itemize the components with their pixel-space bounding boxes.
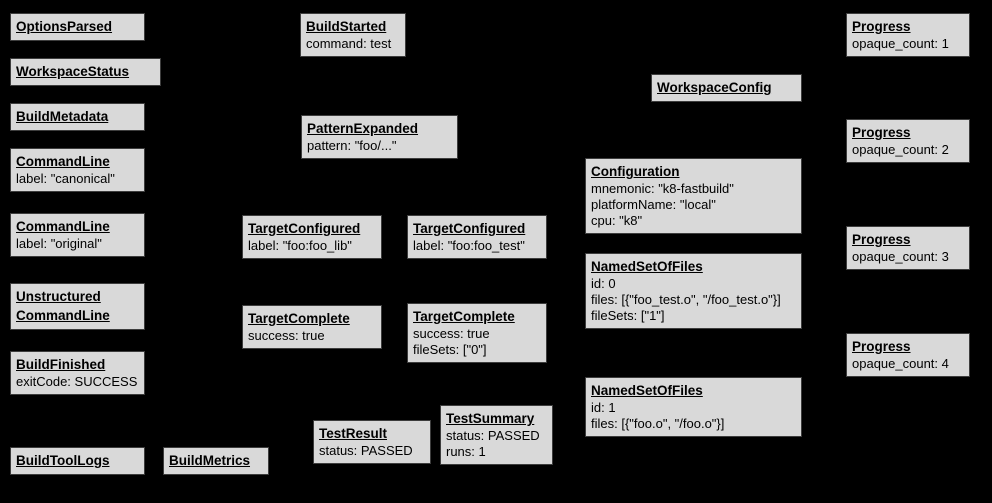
event-box-build-finished: BuildFinished exitCode: SUCCESS <box>10 351 145 395</box>
event-title: BuildMetrics <box>169 453 251 468</box>
event-box-named-set-of-files-1: NamedSetOfFiles id: 1 files: [{"foo.o", … <box>585 377 802 437</box>
event-field: opaque_count: 4 <box>852 356 949 371</box>
event-field: fileSets: ["0"] <box>413 342 487 357</box>
event-box-progress-3: Progress opaque_count: 3 <box>846 226 970 270</box>
event-field: mnemonic: "k8-fastbuild" <box>591 181 734 196</box>
event-field: success: true <box>248 328 325 343</box>
event-title: Progress <box>852 125 911 140</box>
event-box-test-summary: TestSummary status: PASSED runs: 1 <box>440 405 553 465</box>
event-title: BuildToolLogs <box>16 453 110 468</box>
event-field: opaque_count: 1 <box>852 36 949 51</box>
event-title: NamedSetOfFiles <box>591 259 703 274</box>
event-title: Configuration <box>591 164 680 179</box>
event-field: files: [{"foo.o", "/foo.o"}] <box>591 416 725 431</box>
event-field: command: test <box>306 36 392 51</box>
event-box-build-tool-logs: BuildToolLogs <box>10 447 145 475</box>
event-title: OptionsParsed <box>16 19 113 34</box>
event-title: WorkspaceStatus <box>16 64 130 79</box>
event-title: TargetComplete <box>413 309 515 324</box>
event-box-target-configured-foo-lib: TargetConfigured label: "foo:foo_lib" <box>242 215 382 259</box>
event-title: TestResult <box>319 426 388 441</box>
event-title: BuildStarted <box>306 19 387 34</box>
event-field: id: 0 <box>591 276 616 291</box>
event-field: success: true <box>413 326 490 341</box>
event-title: CommandLine <box>16 219 110 234</box>
event-field: status: PASSED <box>446 428 540 443</box>
event-title: NamedSetOfFiles <box>591 383 703 398</box>
event-field: label: "foo:foo_lib" <box>248 238 352 253</box>
event-title: CommandLine <box>16 154 110 169</box>
event-box-target-complete-foo-lib: TargetComplete success: true <box>242 305 382 349</box>
event-box-progress-2: Progress opaque_count: 2 <box>846 119 970 163</box>
event-field: opaque_count: 3 <box>852 249 949 264</box>
event-box-build-metrics: BuildMetrics <box>163 447 269 475</box>
event-box-command-line-original: CommandLine label: "original" <box>10 213 145 257</box>
event-box-command-line-canonical: CommandLine label: "canonical" <box>10 148 145 192</box>
event-field: runs: 1 <box>446 444 486 459</box>
event-field: opaque_count: 2 <box>852 142 949 157</box>
event-box-configuration: Configuration mnemonic: "k8-fastbuild" p… <box>585 158 802 234</box>
event-box-progress-4: Progress opaque_count: 4 <box>846 333 970 377</box>
event-title: TargetConfigured <box>413 221 526 236</box>
event-title: TargetConfigured <box>248 221 361 236</box>
event-box-build-metadata: BuildMetadata <box>10 103 145 131</box>
event-field: label: "original" <box>16 236 102 251</box>
event-box-options-parsed: OptionsParsed <box>10 13 145 41</box>
event-field: cpu: "k8" <box>591 213 643 228</box>
event-box-workspace-status: WorkspaceStatus <box>10 58 161 86</box>
event-field: files: [{"foo_test.o", "/foo_test.o"}] <box>591 292 781 307</box>
event-title: Progress <box>852 232 911 247</box>
event-box-progress-1: Progress opaque_count: 1 <box>846 13 970 57</box>
event-title: BuildFinished <box>16 357 106 372</box>
event-box-named-set-of-files-0: NamedSetOfFiles id: 0 files: [{"foo_test… <box>585 253 802 329</box>
event-field: label: "canonical" <box>16 171 115 186</box>
event-box-pattern-expanded: PatternExpanded pattern: "foo/..." <box>301 115 458 159</box>
event-title: WorkspaceConfig <box>657 80 772 95</box>
event-box-workspace-config: WorkspaceConfig <box>651 74 802 102</box>
event-field: fileSets: ["1"] <box>591 308 665 323</box>
event-box-build-started: BuildStarted command: test <box>300 13 406 57</box>
event-box-target-complete-foo-test: TargetComplete success: true fileSets: [… <box>407 303 547 363</box>
event-title: Progress <box>852 19 911 34</box>
event-title: TargetComplete <box>248 311 350 326</box>
event-title: Progress <box>852 339 911 354</box>
event-field: exitCode: SUCCESS <box>16 374 138 389</box>
event-title: Unstructured CommandLine <box>16 289 110 323</box>
event-box-unstructured-command-line: Unstructured CommandLine <box>10 283 145 330</box>
event-box-target-configured-foo-test: TargetConfigured label: "foo:foo_test" <box>407 215 547 259</box>
event-title: TestSummary <box>446 411 535 426</box>
event-field: platformName: "local" <box>591 197 716 212</box>
event-title: PatternExpanded <box>307 121 419 136</box>
event-field: pattern: "foo/..." <box>307 138 397 153</box>
event-title: BuildMetadata <box>16 109 109 124</box>
event-box-test-result: TestResult status: PASSED <box>313 420 431 464</box>
event-field: id: 1 <box>591 400 616 415</box>
event-field: label: "foo:foo_test" <box>413 238 525 253</box>
event-field: status: PASSED <box>319 443 413 458</box>
